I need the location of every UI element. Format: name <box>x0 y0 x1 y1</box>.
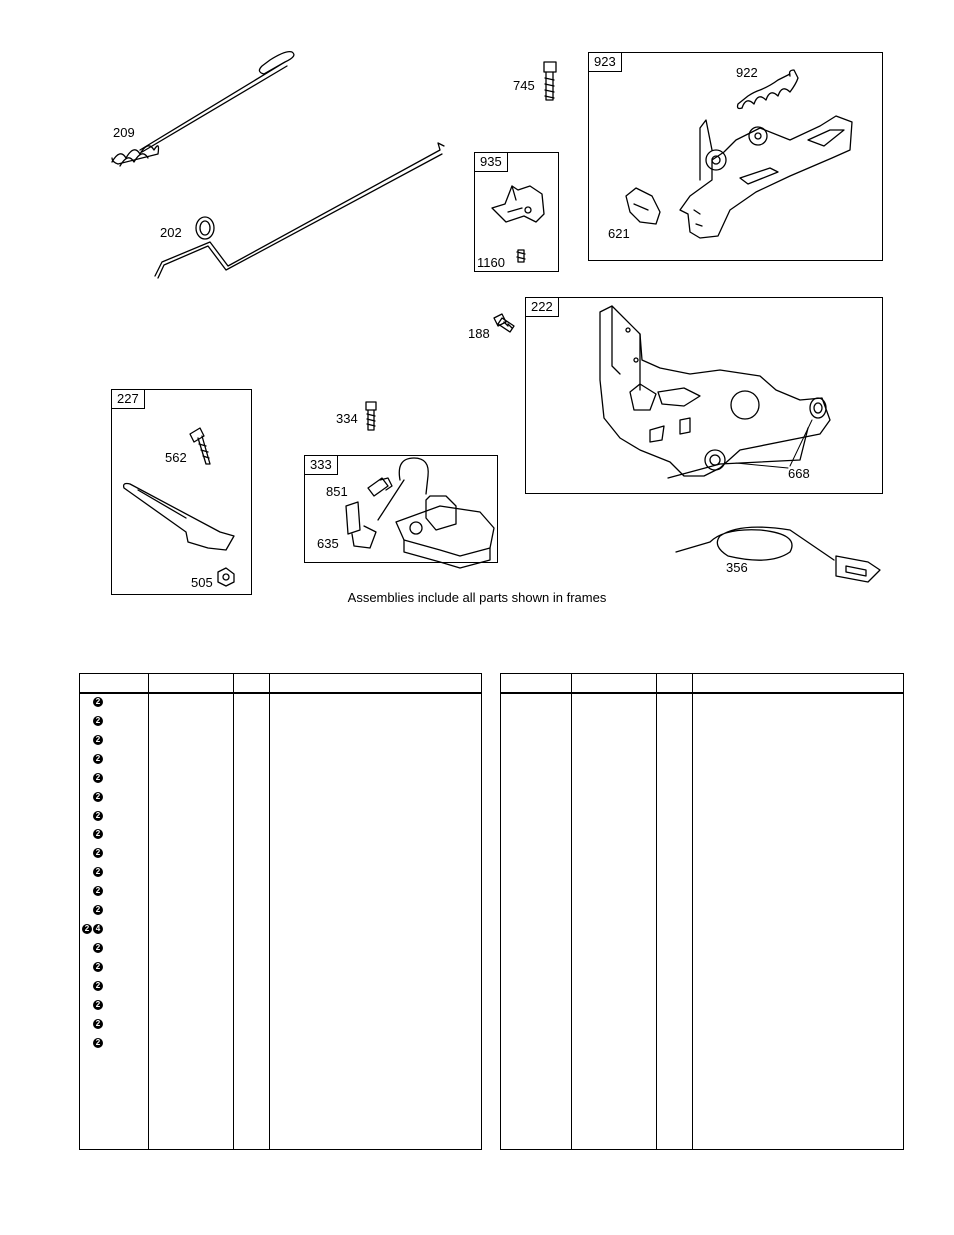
assemblies-note: Assemblies include all parts shown in fr… <box>347 590 607 605</box>
note-marker-icon: 2 <box>93 848 103 859</box>
label-1160: 1160 <box>477 255 505 270</box>
spring-922-icon <box>736 69 799 110</box>
note-marker-icon: 2 <box>82 924 92 935</box>
table-header-rule <box>80 692 481 694</box>
label-505: 505 <box>191 575 213 590</box>
table-row: 2 <box>92 790 103 802</box>
frame-222-tag: 222 <box>526 298 559 317</box>
bolt-745-icon <box>543 61 557 101</box>
note-marker-icon: 2 <box>93 715 103 726</box>
table-row: 2 <box>92 979 103 992</box>
frame-227-tag: 227 <box>112 390 145 409</box>
control-bracket-222-icon <box>599 305 831 479</box>
table-row: 2 <box>92 998 103 1011</box>
note-marker-icon: 2 <box>93 753 103 764</box>
label-209: 209 <box>113 125 135 140</box>
screw-188-icon <box>493 313 515 333</box>
note-marker-icon: 2 <box>93 734 103 745</box>
frame-923-tag: 923 <box>589 53 622 72</box>
wire-356-icon <box>675 526 881 583</box>
frame-222: 222 <box>525 297 883 494</box>
table-row: 2 <box>92 903 103 916</box>
frame-333: 333 <box>304 455 498 563</box>
table-row: 2 <box>92 1036 103 1048</box>
note-marker-icon: 2 <box>93 1037 103 1048</box>
table-row: 2 <box>92 809 103 821</box>
parts-diagram: 935 923 222 227 333 209 202 745 1160 922… <box>111 51 883 605</box>
label-668: 668 <box>788 466 810 481</box>
note-marker-icon: 2 <box>93 867 103 878</box>
note-marker-icon: 4 <box>93 924 103 935</box>
label-562: 562 <box>165 450 187 465</box>
parts-illustration <box>111 51 881 587</box>
frame-935: 935 <box>474 152 559 272</box>
spring-209-icon <box>111 51 295 167</box>
table-row: 2 <box>92 695 103 707</box>
table-row: 2 <box>92 960 103 973</box>
table-row: 2 <box>92 847 103 859</box>
table-row: 2 <box>92 752 103 764</box>
parts-table-right <box>500 673 904 1150</box>
rod-202-icon <box>154 142 445 279</box>
note-marker-icon: 2 <box>93 981 103 992</box>
frame-923: 923 <box>588 52 883 261</box>
frame-227: 227 <box>111 389 252 595</box>
table-row: 2 <box>92 733 103 745</box>
label-188: 188 <box>468 326 490 341</box>
link-227-icon <box>122 427 235 587</box>
label-851: 851 <box>326 484 348 499</box>
label-334: 334 <box>336 411 358 426</box>
bracket-935-icon <box>491 185 545 263</box>
frame-935-tag: 935 <box>475 153 508 172</box>
table-row: 2 <box>92 828 103 840</box>
label-922: 922 <box>736 65 758 80</box>
frame-333-tag: 333 <box>305 456 338 475</box>
note-marker-icon: 2 <box>93 829 103 840</box>
label-635: 635 <box>317 536 339 551</box>
table-row: 2 <box>92 866 103 878</box>
table-row: 2 <box>92 1017 103 1029</box>
note-marker-icon: 2 <box>93 810 103 821</box>
note-marker-icon: 2 <box>93 886 103 897</box>
note-marker-icon: 2 <box>93 791 103 802</box>
note-marker-icon: 2 <box>93 1018 103 1029</box>
table-row: 2 <box>92 714 103 726</box>
table-row: 2 <box>92 941 103 954</box>
table-row: 2 <box>92 885 103 897</box>
table-row: 2 <box>92 771 103 783</box>
note-marker-icon: 2 <box>93 696 103 707</box>
screw-334-icon <box>365 401 377 431</box>
ignition-module-333-icon <box>345 457 495 569</box>
note-marker-icon: 2 <box>93 772 103 783</box>
note-marker-icon: 2 <box>93 905 103 916</box>
label-202: 202 <box>160 225 182 240</box>
label-621: 621 <box>608 226 630 241</box>
table-header-rule <box>501 692 903 694</box>
label-356: 356 <box>726 560 748 575</box>
governor-assembly-923-icon <box>625 115 853 239</box>
note-marker-icon: 2 <box>93 962 103 973</box>
label-745: 745 <box>513 78 535 93</box>
note-marker-icon: 2 <box>93 943 103 954</box>
note-marker-icon: 2 <box>93 1000 103 1011</box>
